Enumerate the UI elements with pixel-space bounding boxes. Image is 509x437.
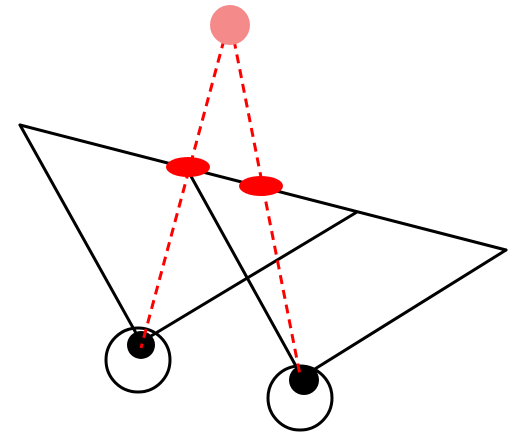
intersection-mark-right	[239, 176, 283, 196]
frame-left-edge	[20, 125, 141, 342]
frame-right-edge	[302, 250, 506, 377]
intersection-mark-left	[166, 157, 210, 177]
left-eye	[106, 328, 170, 392]
frame-lines	[20, 125, 506, 377]
right-eye-pupil	[289, 365, 319, 395]
right-eye	[268, 365, 332, 430]
sight-line-left	[141, 25, 228, 348]
sight-line-right	[231, 25, 300, 375]
light-source-dot	[210, 5, 250, 45]
sight-lines	[141, 25, 300, 375]
